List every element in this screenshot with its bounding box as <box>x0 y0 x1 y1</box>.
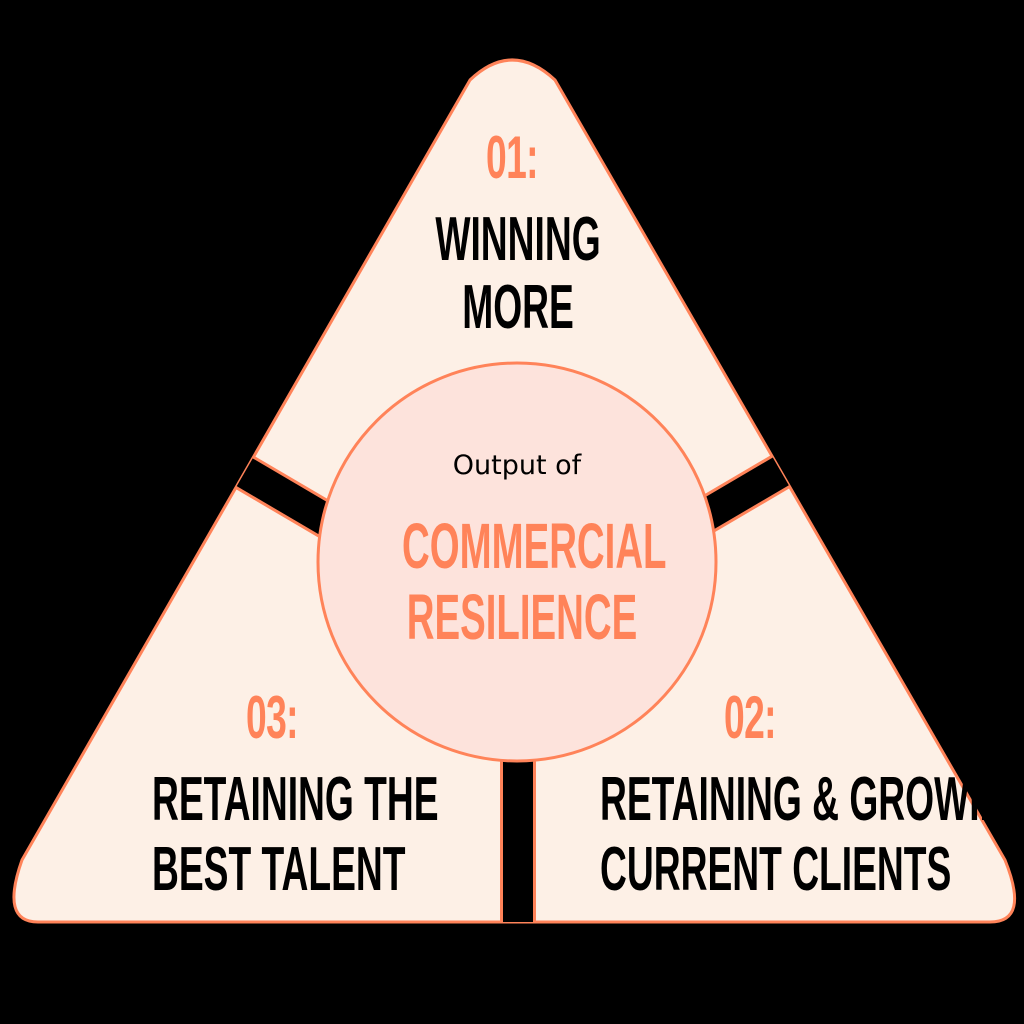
segment-03-title-line2: BEST TALENT <box>152 835 406 904</box>
center-title-line1: COMMERCIAL <box>402 510 667 582</box>
segment-02-number: 02: <box>724 684 777 751</box>
segment-03-title-line1: RETAINING THE <box>152 765 439 834</box>
segment-02-title-line1: RETAINING & GROWING <box>600 765 1024 834</box>
segment-01-title-line2: MORE <box>462 273 574 342</box>
segment-01-number: 01: <box>486 124 539 191</box>
center-kicker: Output of <box>452 450 582 481</box>
segment-03-number: 03: <box>246 684 299 751</box>
segment-01-title-line1: WINNING <box>435 205 601 274</box>
segment-02-title-line2: CURRENT CLIENTS <box>600 835 952 904</box>
center-circle <box>316 361 718 763</box>
center-title-line2: RESILIENCE <box>406 581 638 653</box>
